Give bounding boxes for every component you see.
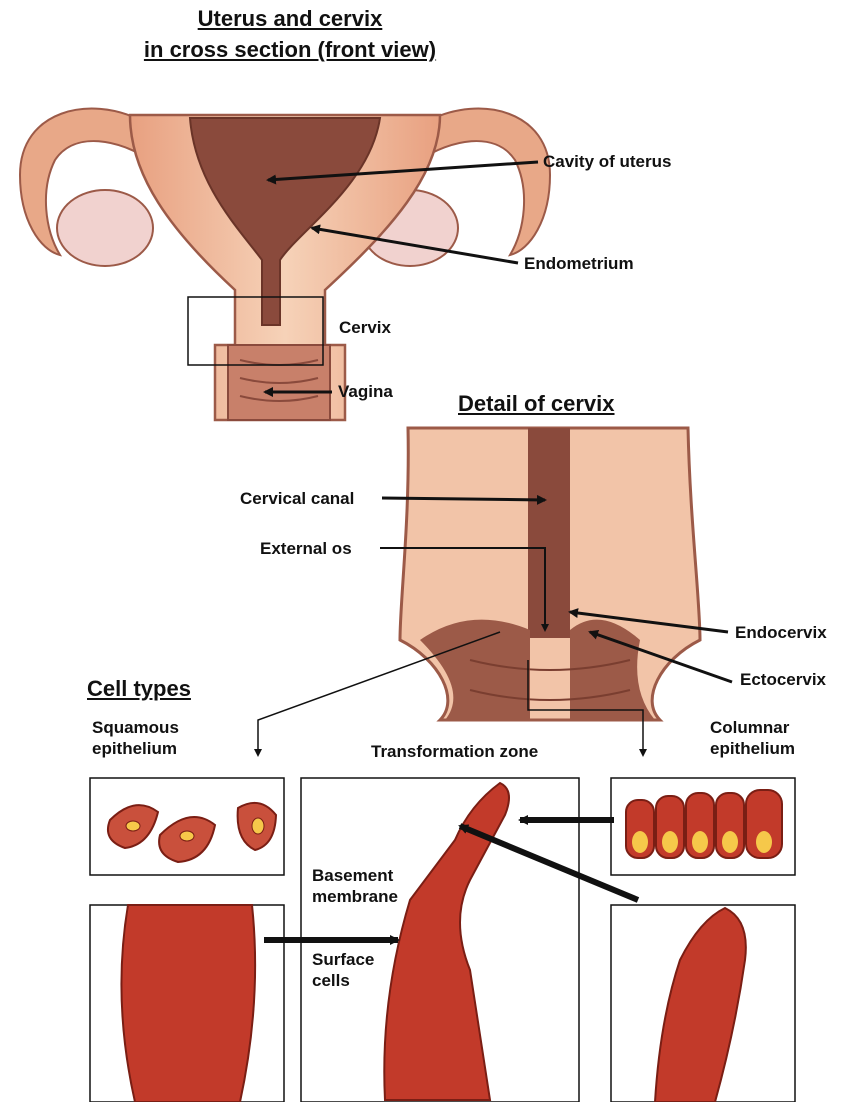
- cell-panels: [90, 778, 795, 1102]
- label-columnar-line1: Columnar: [710, 717, 795, 738]
- label-surface-cells: Surface cells: [312, 949, 374, 991]
- label-squamous-epithelium: Squamous epithelium: [92, 717, 179, 759]
- cell-types-title: Cell types: [87, 676, 191, 702]
- label-transformation-zone: Transformation zone: [371, 741, 538, 762]
- label-cavity-of-uterus: Cavity of uterus: [543, 151, 671, 172]
- label-columnar-epithelium: Columnar epithelium: [710, 717, 795, 759]
- label-endocervix: Endocervix: [735, 622, 827, 643]
- label-surface-line1: Surface: [312, 949, 374, 970]
- arrow-cervical-canal: [382, 498, 545, 500]
- uterus-illustration: [20, 109, 550, 420]
- label-external-os: External os: [260, 538, 352, 559]
- label-squamous-line2: epithelium: [92, 738, 179, 759]
- label-squamous-line1: Squamous: [92, 717, 179, 738]
- label-columnar-line2: epithelium: [710, 738, 795, 759]
- cervix-detail-illustration: [400, 428, 700, 720]
- label-surface-line2: cells: [312, 970, 374, 991]
- label-basement-membrane: Basement membrane: [312, 865, 398, 907]
- ovary-left: [57, 190, 153, 266]
- main-title-line2: in cross section (front view): [70, 37, 510, 63]
- detail-title: Detail of cervix: [458, 391, 615, 417]
- label-cervix: Cervix: [339, 317, 391, 338]
- label-vagina: Vagina: [338, 381, 393, 402]
- label-endometrium: Endometrium: [524, 253, 634, 274]
- main-title-line1: Uterus and cervix: [100, 6, 480, 32]
- squamous-tissue: [121, 905, 255, 1102]
- label-ectocervix: Ectocervix: [740, 669, 826, 690]
- label-basement-line1: Basement: [312, 865, 398, 886]
- label-cervical-canal: Cervical canal: [240, 488, 354, 509]
- label-basement-line2: membrane: [312, 886, 398, 907]
